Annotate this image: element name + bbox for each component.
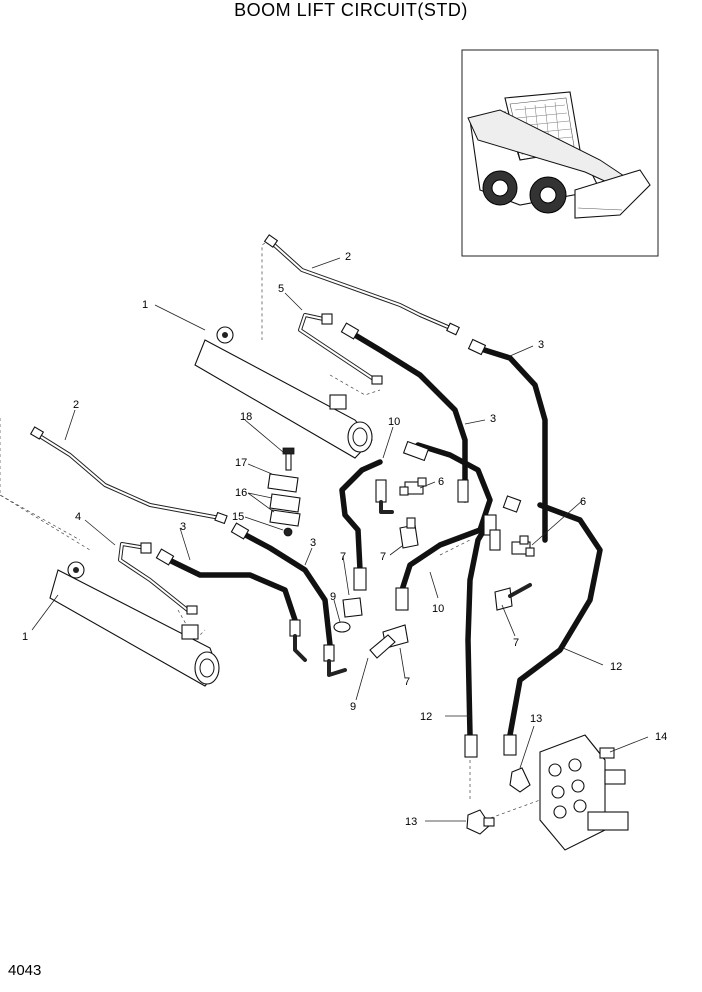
elbow-fitting-13 (466, 767, 531, 835)
callout-7-lower: 7 (404, 676, 410, 688)
callout-16: 16 (235, 487, 247, 499)
hose-3-lower-right (230, 522, 347, 677)
callout-3-top-right: 3 (538, 339, 544, 351)
hose-3-upper-left (340, 322, 468, 503)
callout-13-upper: 13 (530, 713, 542, 725)
callout-4: 4 (75, 511, 81, 523)
steel-pipe-5 (298, 313, 383, 385)
boom-cylinder-lower (49, 561, 220, 687)
callout-3-lower-left: 3 (180, 521, 186, 533)
hose-3-lower-left (155, 548, 307, 662)
hose-3-upper-right (467, 338, 548, 543)
dashed-reference-lines (0, 242, 541, 821)
callout-7-upper: 7 (380, 551, 386, 563)
callout-leaders (31, 257, 649, 822)
hose-12-b (464, 514, 501, 758)
steel-pipe-4 (118, 542, 198, 615)
boom-cylinder-upper (194, 326, 373, 459)
hose-12-a (502, 495, 603, 756)
steel-pipe-2-lower (29, 426, 228, 525)
elbow-fitting-7 (342, 517, 532, 649)
callout-15: 15 (232, 511, 244, 523)
tee-fitting-6-right (511, 535, 535, 557)
callout-3-mid-right: 3 (490, 413, 496, 425)
callout-6-left: 6 (438, 476, 444, 488)
callout-12-left: 12 (420, 711, 432, 723)
callout-7-mid: 7 (340, 551, 346, 563)
callout-13-lower: 13 (405, 816, 417, 828)
callout-5: 5 (278, 283, 284, 295)
adapter-fitting-9 (333, 621, 396, 659)
hose-10-a (339, 459, 394, 591)
steel-pipe-2-upper (263, 234, 460, 336)
skid-steer-loader-inset (461, 49, 659, 257)
callout-labels: 1 2 5 3 3 2 4 3 3 1 18 17 16 15 10 6 7 7… (22, 251, 667, 828)
callout-9-lower: 9 (350, 701, 356, 713)
callout-18: 18 (240, 411, 252, 423)
callout-7-right: 7 (513, 637, 519, 649)
callout-14: 14 (655, 731, 667, 743)
tee-fitting-6-left (399, 477, 427, 496)
callout-2-lower: 2 (73, 399, 79, 411)
callout-6-right: 6 (580, 496, 586, 508)
callout-3-lower-mid: 3 (310, 537, 316, 549)
clamp-parts-15-18 (267, 447, 301, 537)
callout-1-upper: 1 (142, 299, 148, 311)
page-number: 4043 (8, 962, 42, 979)
callout-10-lower: 10 (432, 603, 444, 615)
page-title: BOOM LIFT CIRCUIT(STD) (234, 0, 468, 20)
callout-17: 17 (235, 457, 247, 469)
callout-12-right: 12 (610, 661, 622, 673)
main-control-valve (539, 734, 629, 851)
callout-9-upper: 9 (330, 591, 336, 603)
callout-1-lower: 1 (22, 631, 28, 643)
callout-10-upper: 10 (388, 416, 400, 428)
callout-2-upper: 2 (345, 251, 351, 263)
